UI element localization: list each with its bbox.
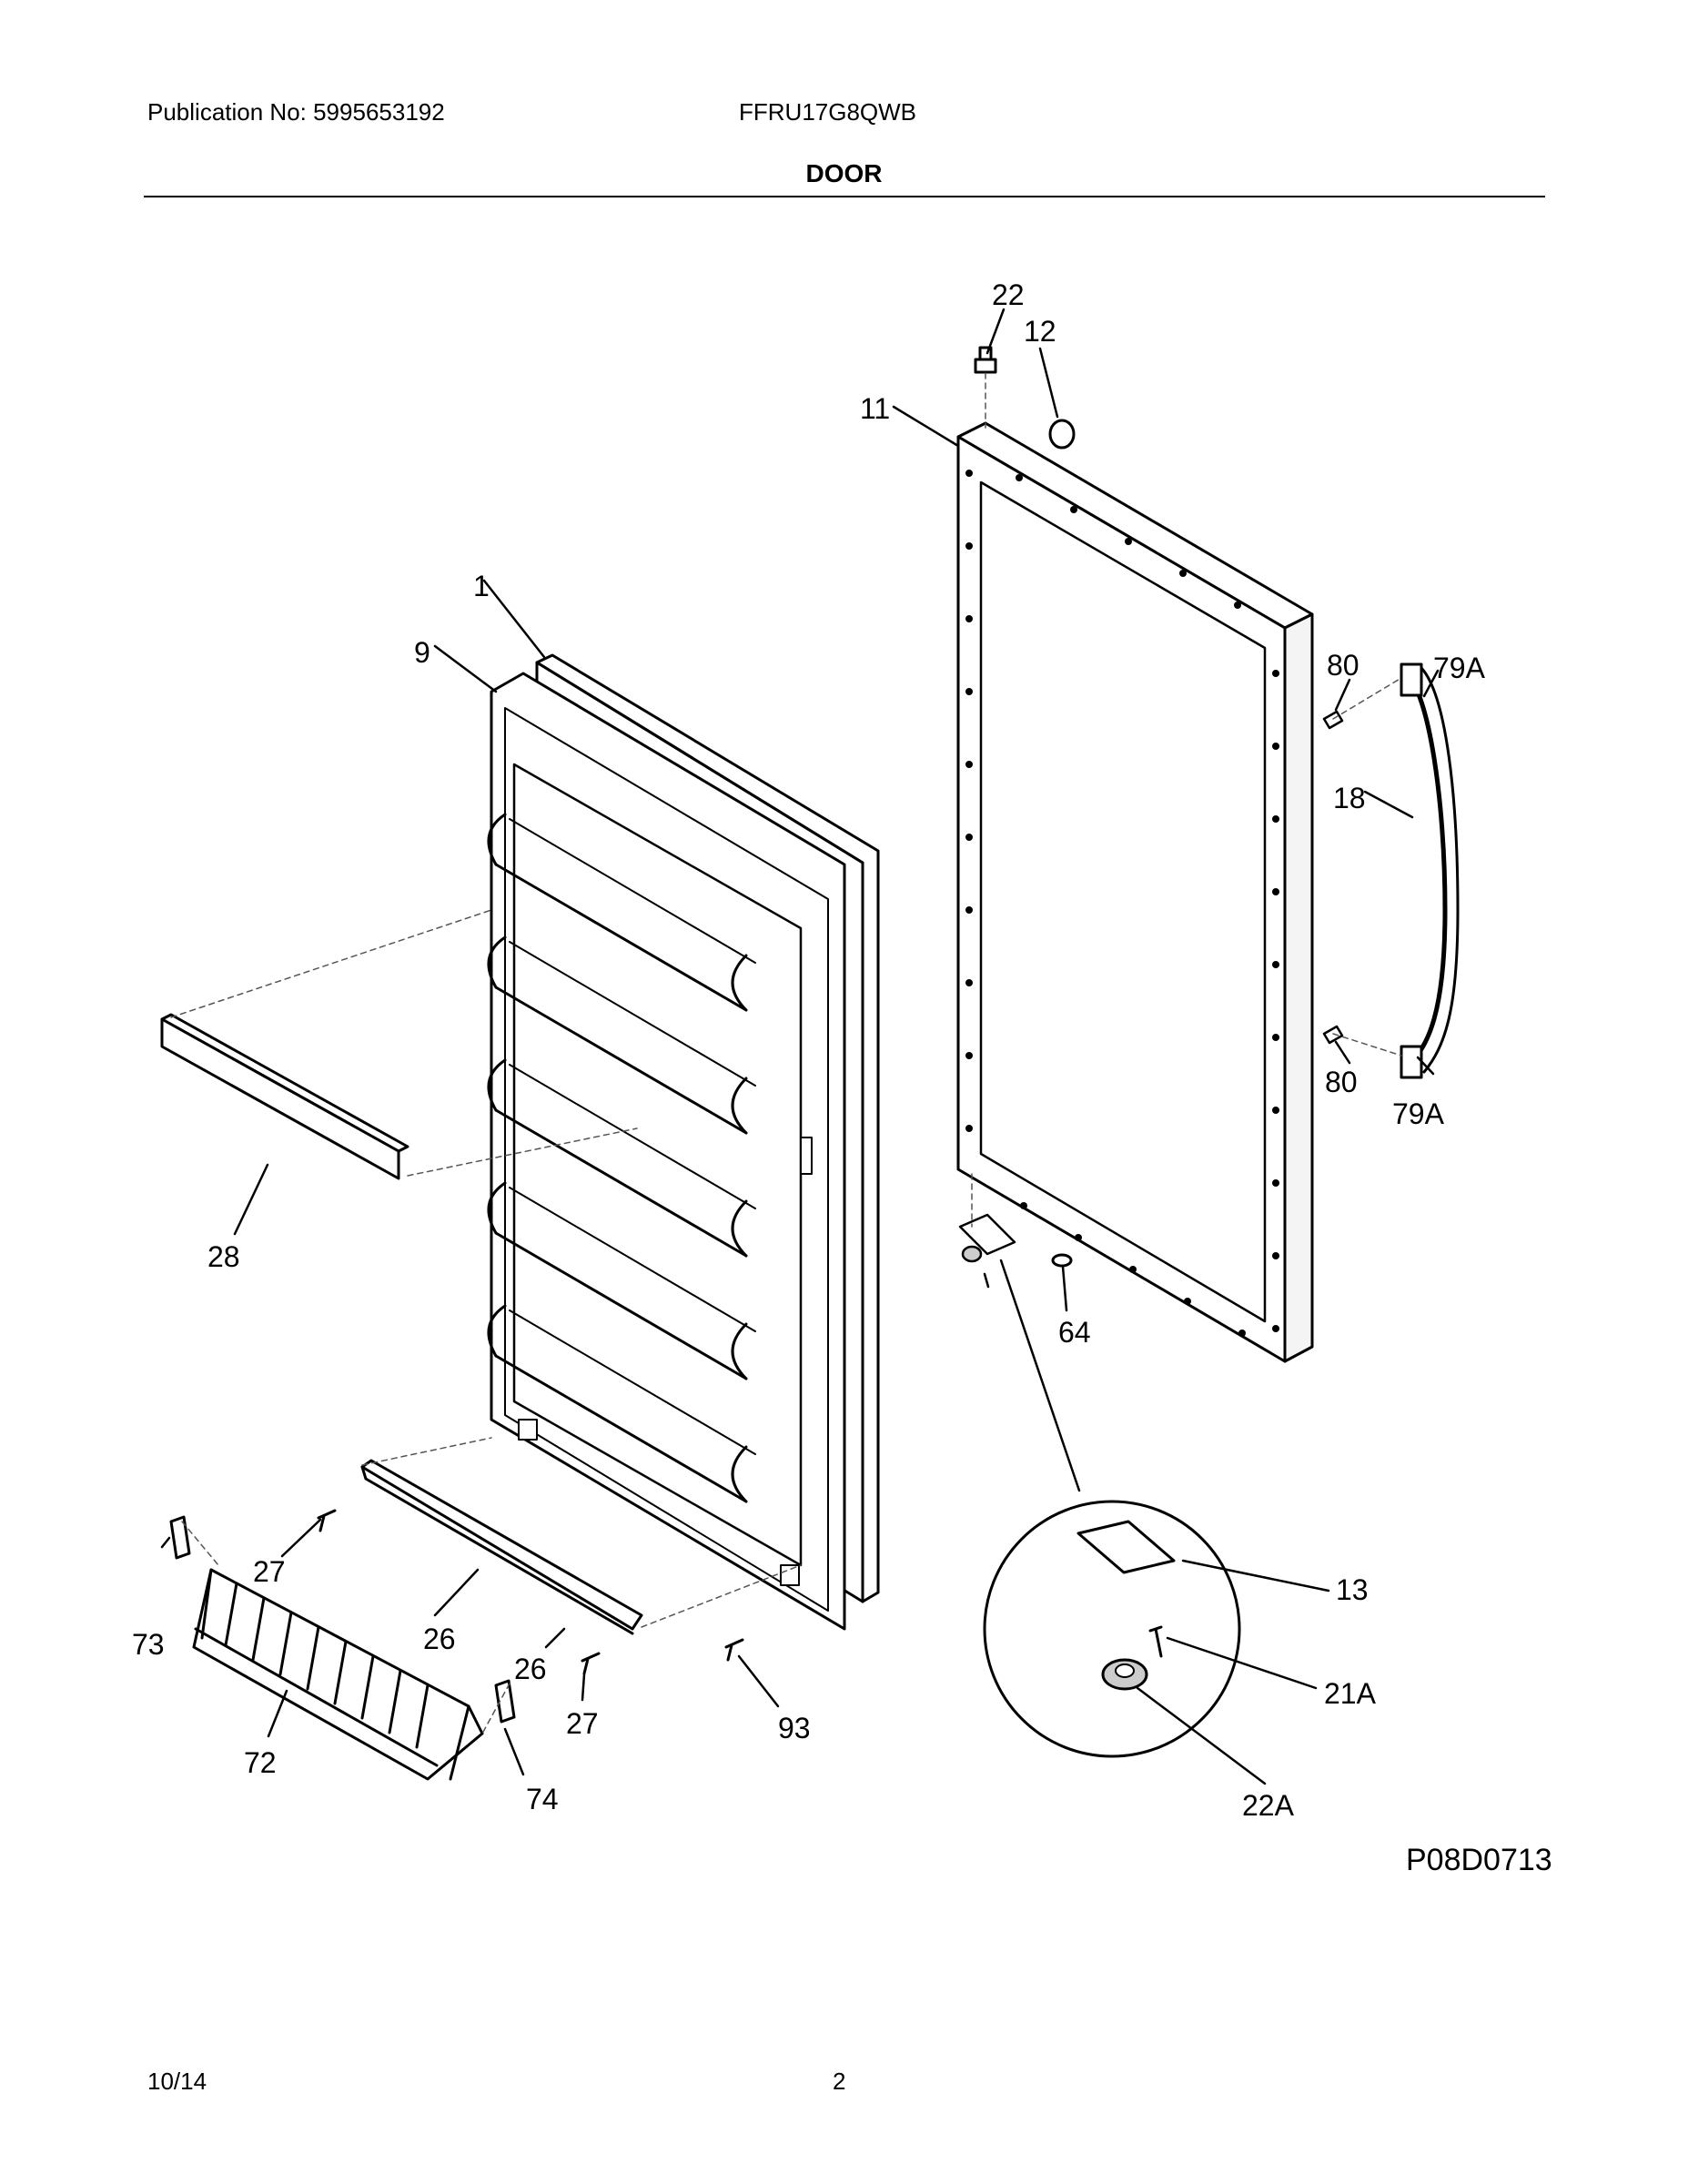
callout-74: 74 xyxy=(526,1783,559,1815)
callout-27-upper: 27 xyxy=(253,1555,286,1588)
callout-79a-bottom: 79A xyxy=(1392,1097,1445,1130)
callout-27-lower: 27 xyxy=(566,1707,599,1740)
shelf-bar xyxy=(160,1013,409,1180)
callout-1: 1 xyxy=(473,570,490,602)
callout-28: 28 xyxy=(207,1240,240,1273)
bottom-plug xyxy=(1051,1253,1073,1268)
page-number: 2 xyxy=(833,2068,846,2095)
header-rule xyxy=(144,196,1545,197)
callout-93: 93 xyxy=(778,1712,811,1744)
basket-supports xyxy=(169,1515,516,1724)
callout-79a-top: 79A xyxy=(1433,652,1486,684)
callout-73: 73 xyxy=(132,1628,165,1661)
callout-22a: 22A xyxy=(1242,1789,1295,1822)
top-plug xyxy=(974,346,997,374)
callout-leaders xyxy=(160,308,1440,1785)
outer-door-panel xyxy=(956,421,1314,1363)
model-number: FFRU17G8QWB xyxy=(739,98,917,126)
callout-13: 13 xyxy=(1336,1573,1369,1606)
callout-21a: 21A xyxy=(1324,1677,1377,1710)
callout-22: 22 xyxy=(992,278,1025,311)
hinge-parts-small xyxy=(958,1213,1016,1289)
hinge-detail-circle xyxy=(983,1500,1241,1758)
wire-basket xyxy=(192,1568,484,1781)
callout-12: 12 xyxy=(1024,315,1056,348)
door-handle xyxy=(1400,662,1460,1079)
callout-80-bottom: 80 xyxy=(1325,1066,1358,1098)
callout-80-top: 80 xyxy=(1327,649,1359,682)
lower-shelf-bar xyxy=(360,1459,643,1635)
publication-number: Publication No: 5995653192 xyxy=(147,98,445,126)
callout-26-right: 26 xyxy=(514,1653,547,1685)
callout-11: 11 xyxy=(860,392,890,425)
handle-screws xyxy=(1322,710,1344,1045)
section-title: DOOR xyxy=(805,159,883,187)
drawing-id: P08D0713 xyxy=(1406,1843,1552,1877)
callout-18: 18 xyxy=(1333,782,1366,814)
callout-9: 9 xyxy=(414,636,430,669)
callout-26-left: 26 xyxy=(423,1623,456,1655)
shelf-pins xyxy=(317,1509,744,1675)
callout-72: 72 xyxy=(244,1746,277,1779)
alignment-lines xyxy=(170,372,1402,1734)
round-plug xyxy=(1048,419,1076,450)
footer-date: 10/14 xyxy=(147,2068,207,2095)
callout-64: 64 xyxy=(1058,1316,1091,1349)
